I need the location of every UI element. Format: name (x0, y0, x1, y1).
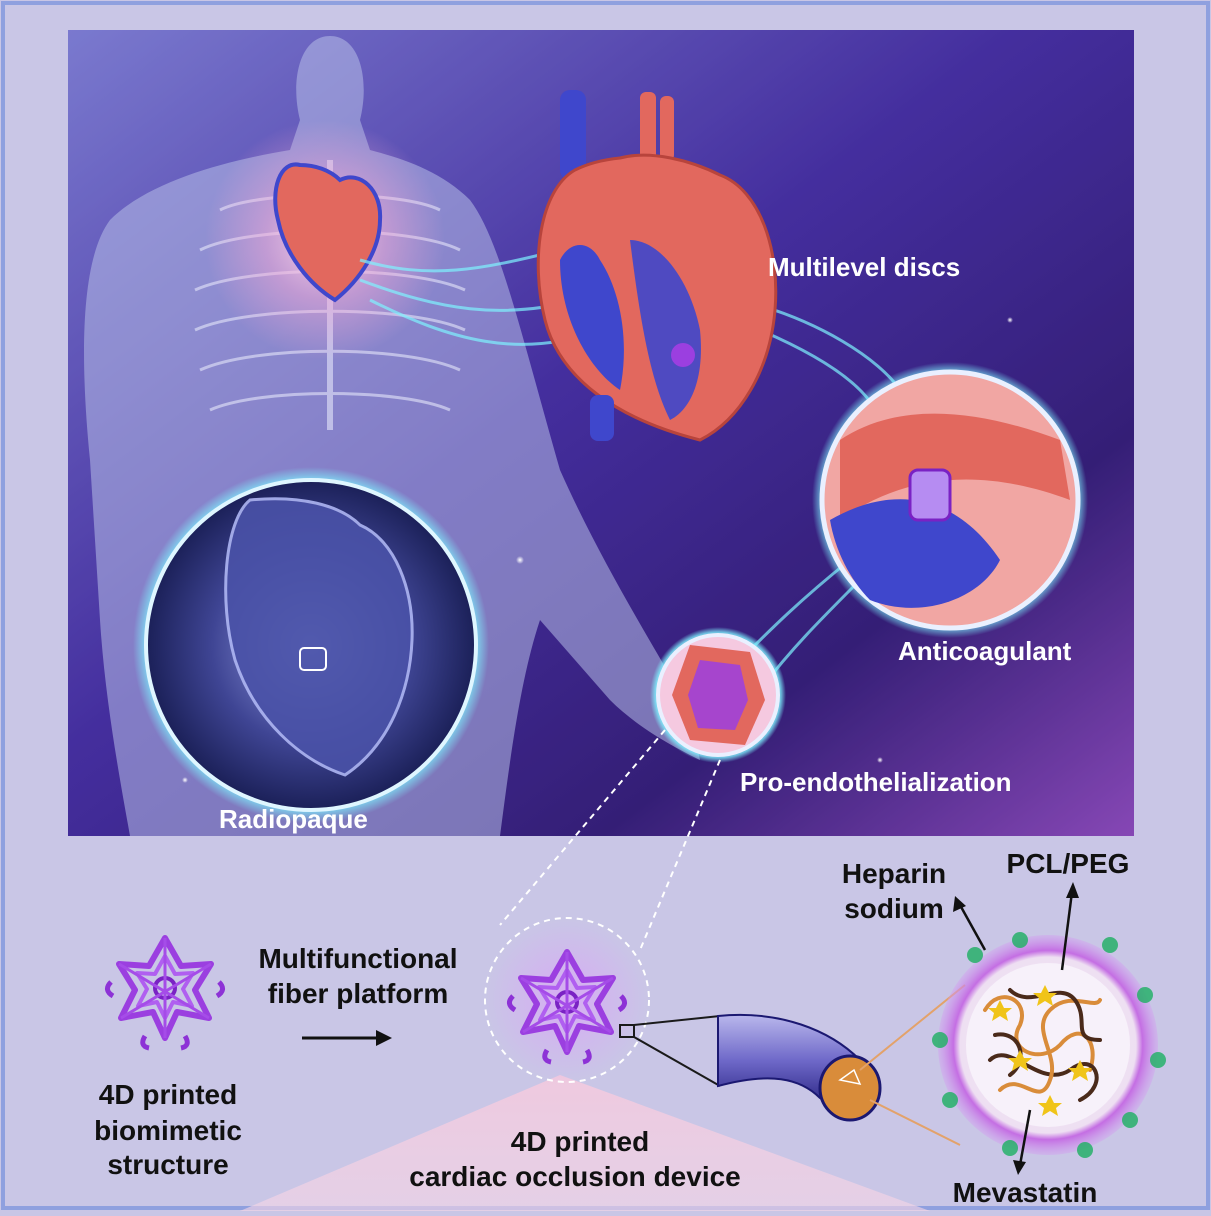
fiber-end-cross-section (818, 1054, 882, 1122)
structure-label-line3: structure (107, 1149, 228, 1180)
mevastatin-label: Mevastatin (953, 1177, 1098, 1208)
label-pro-endothelialization: Pro-endothelialization (740, 767, 1012, 797)
heparin-dots (932, 932, 1166, 1158)
section-link-top (859, 984, 966, 1071)
pcl-peg-label: PCL/PEG (1007, 848, 1130, 879)
workflow-arrow-head (376, 1030, 392, 1046)
label-radiopaque: Radiopaque (219, 804, 368, 834)
fiber-zoom-box (619, 1024, 635, 1038)
platform-label-line2: fiber platform (268, 978, 448, 1009)
small-heart-icon (273, 162, 383, 303)
device-dashed-circle (484, 917, 650, 1083)
label-anticoagulant: Anticoagulant (898, 636, 1072, 666)
heparin-label-line1: Heparin (842, 858, 946, 889)
section-link-bottom (869, 1099, 961, 1146)
radiopaque-xray-circle (133, 467, 489, 823)
workflow-panel: 4D printed biomimetic structure Multifun… (94, 729, 1166, 1211)
fiber-zoom-line-top (633, 1015, 721, 1026)
mevastatin-stars (988, 985, 1092, 1116)
label-multilevel-discs: Multilevel discs (768, 252, 960, 282)
anticoagulant-zoom-circle (812, 362, 1088, 638)
structure-label-line2: biomimetic (94, 1115, 242, 1146)
device-label-line2: cardiac occlusion device (409, 1161, 741, 1192)
pro-endothelialization-circle (650, 627, 786, 763)
pcl-peg-arrow (1060, 891, 1074, 971)
illustration-panel: Multilevel discs Anticoagulant Pro-endot… (68, 30, 1134, 836)
mevastatin-arrow (1018, 1109, 1032, 1166)
large-heart-illustration (536, 90, 778, 442)
zoom-line-left (499, 729, 666, 926)
device-projection-cone (240, 1075, 930, 1211)
heparin-arrow (958, 904, 987, 951)
polymer-chains (983, 988, 1102, 1102)
fiber-cross-section (932, 932, 1166, 1158)
fiber-zoom-line-bottom (633, 1036, 721, 1087)
structure-label-line1: 4D printed (99, 1079, 237, 1110)
heparin-label-line2: sodium (844, 893, 944, 924)
device-label-line1: 4D printed (511, 1126, 649, 1157)
platform-label-line1: Multifunctional (258, 943, 457, 974)
zoom-line-right (639, 759, 721, 951)
